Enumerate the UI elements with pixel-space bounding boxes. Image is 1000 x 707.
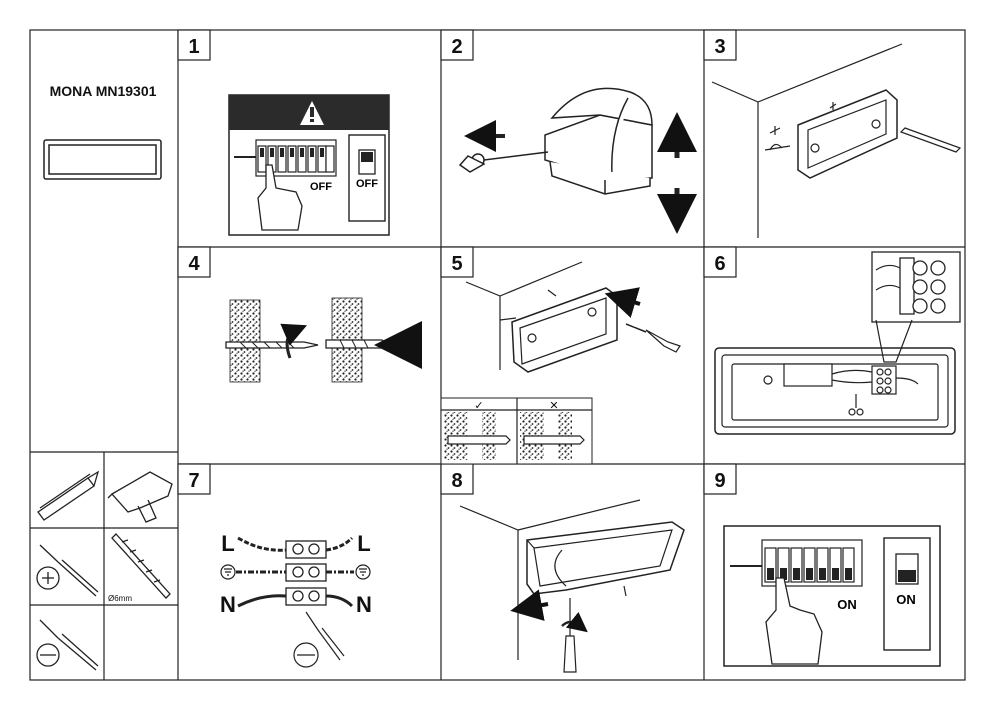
step-1-number: 1 [188, 36, 199, 58]
step-4-illustration [225, 297, 422, 383]
live-label-left: L [221, 531, 234, 556]
step-9-illustration: ON ON [723, 525, 941, 667]
step-8-illustration [459, 499, 685, 673]
terminal-block [871, 365, 897, 395]
step-5-number: 5 [451, 253, 462, 275]
phillips-screwdriver-icon [36, 544, 99, 597]
live-wire-left [237, 536, 287, 552]
arrow-left [510, 589, 549, 621]
driver-box [783, 363, 833, 387]
wrong-mark: ✕ [549, 399, 558, 412]
step-2-illustration [458, 87, 697, 234]
pencil-icon [899, 127, 962, 153]
pencil-icon [37, 470, 100, 521]
step-3-number: 3 [714, 36, 725, 58]
step-6-number: 6 [714, 253, 725, 275]
step-1-breaker-label: OFF [310, 181, 332, 193]
neutral-wire-right [325, 594, 354, 608]
drill-bit-size-label: Ø6mm [108, 594, 132, 603]
neutral-wire-left [237, 594, 287, 608]
drill-bit-icon [111, 533, 171, 599]
drill-icon [107, 471, 173, 523]
live-label-right: L [357, 531, 370, 556]
neutral-label-right: N [356, 592, 372, 617]
hand-icon [257, 164, 303, 231]
earth-icon-left [220, 564, 236, 580]
drill-bit [225, 341, 319, 349]
live-wire-right [325, 536, 354, 552]
step-7-illustration: L L N N [220, 531, 372, 668]
breaker-row [255, 139, 337, 177]
wall-plug [325, 339, 390, 349]
step-5-illustration [440, 261, 681, 465]
step-2-number: 2 [451, 36, 462, 58]
correct-mark: ✓ [474, 399, 483, 412]
step-1-switch-label: OFF [356, 178, 378, 190]
model-title: MONA MN19301 [50, 83, 157, 99]
product-icon [43, 139, 162, 180]
neutral-label-left: N [220, 592, 236, 617]
step-3-illustration [711, 43, 962, 238]
rotation-arrow [280, 323, 308, 359]
hand-icon [765, 577, 823, 665]
wall-section-left [229, 299, 261, 383]
step-9-number: 9 [714, 470, 725, 492]
step-6-illustration [714, 251, 961, 435]
step-7-number: 7 [188, 470, 199, 492]
step-8-number: 8 [451, 470, 462, 492]
rotation-arrow [561, 611, 588, 633]
flat-screwdriver-tip-icon [293, 642, 319, 668]
step-1-illustration: OFF OFF [228, 94, 390, 236]
screwdriver-icon [563, 598, 577, 673]
earth-icon-right [355, 564, 371, 580]
push-arrow [604, 287, 641, 318]
step-4-number: 4 [188, 253, 200, 275]
step-9-switch-label: ON [896, 592, 916, 607]
step-number-boxes [177, 29, 737, 495]
flat-screwdriver-icon [36, 619, 99, 671]
grid-frame [29, 29, 966, 681]
step-9-breaker-label: ON [837, 597, 857, 612]
